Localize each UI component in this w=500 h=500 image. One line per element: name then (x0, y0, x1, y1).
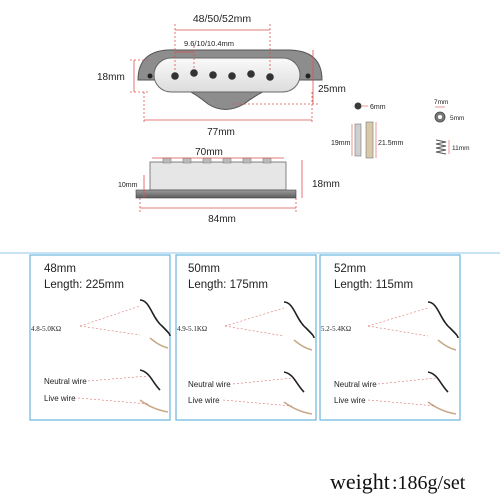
variant-panel-50 (175, 254, 317, 421)
weight-label: weight (330, 469, 390, 494)
variant-length-50: Length: 175mm (188, 279, 268, 291)
variant-size-50: 50mm (188, 263, 220, 275)
weight-value: :186g/set (392, 472, 466, 494)
variant-resistance-52: 5.2-5.4KΩ (321, 325, 351, 333)
wires-52 (367, 301, 459, 415)
sleeve-length-label: 21.5mm (378, 140, 403, 147)
mount-hole (147, 73, 153, 79)
side-total-height-label: 18mm (312, 179, 340, 190)
variant-resistance-50: 4.9-5.1KΩ (177, 325, 207, 333)
pickup-side-view (135, 157, 297, 199)
variant-panels (0, 252, 500, 421)
live-wire-label-50: Live wire (188, 396, 220, 405)
variant-resistance-48: 4.8-5.0KΩ (31, 325, 61, 333)
pickup-cover (153, 57, 301, 93)
neutral-wire-label-50: Neutral wire (188, 380, 231, 389)
nut-width-label: 7mm (434, 99, 448, 106)
spring-length-label: 11mm (452, 145, 470, 152)
mount-hole (305, 73, 311, 79)
live-wire-label-48: Live wire (44, 394, 76, 403)
wires-50 (222, 301, 315, 415)
pole-piece (190, 69, 198, 77)
neutral-wire-label-48: Neutral wire (44, 377, 87, 386)
pickup-length-label: 77mm (207, 127, 235, 138)
screw-length-label: 19mm (331, 140, 351, 147)
pole-pieces (171, 69, 274, 81)
screw-head-label: 6mm (370, 104, 386, 111)
variant-size-48: 48mm (44, 263, 76, 275)
variant-size-52: 52mm (334, 263, 366, 275)
pickup-top-view (137, 49, 323, 110)
variant-panel-48 (29, 254, 171, 421)
nut-inner-label: 5mm (450, 115, 464, 122)
side-top-width-label: 70mm (195, 147, 223, 158)
side-dimension-lines (139, 157, 303, 212)
variant-length-48: Length: 225mm (44, 279, 124, 291)
pole-piece (228, 72, 236, 80)
screw-part (351, 123, 362, 157)
pole-spacing-label: 48/50/52mm (193, 13, 252, 25)
neutral-wire-label-52: Neutral wire (334, 380, 377, 389)
spring-part (435, 139, 450, 155)
nut-part (434, 106, 446, 123)
side-base-width-label: 84mm (208, 214, 236, 225)
sleeve-part (365, 121, 377, 159)
pole-piece (247, 70, 255, 78)
pole-piece (266, 73, 274, 81)
pole-piece (171, 72, 179, 80)
variant-length-52: Length: 115mm (334, 279, 413, 291)
live-wire-label-52: Live wire (334, 396, 366, 405)
pole-diameter-label: 9.6/10/10.4mm (184, 39, 234, 48)
screw-head-part (354, 102, 368, 110)
top-dimension-lines (130, 24, 318, 124)
pickup-height-label: 18mm (97, 72, 125, 83)
wires-48 (77, 299, 171, 413)
pole-piece (209, 71, 217, 79)
variant-panel-52 (319, 254, 461, 421)
side-base-height-label: 10mm (118, 182, 138, 189)
pickup-depth-label: 25mm (318, 84, 346, 95)
